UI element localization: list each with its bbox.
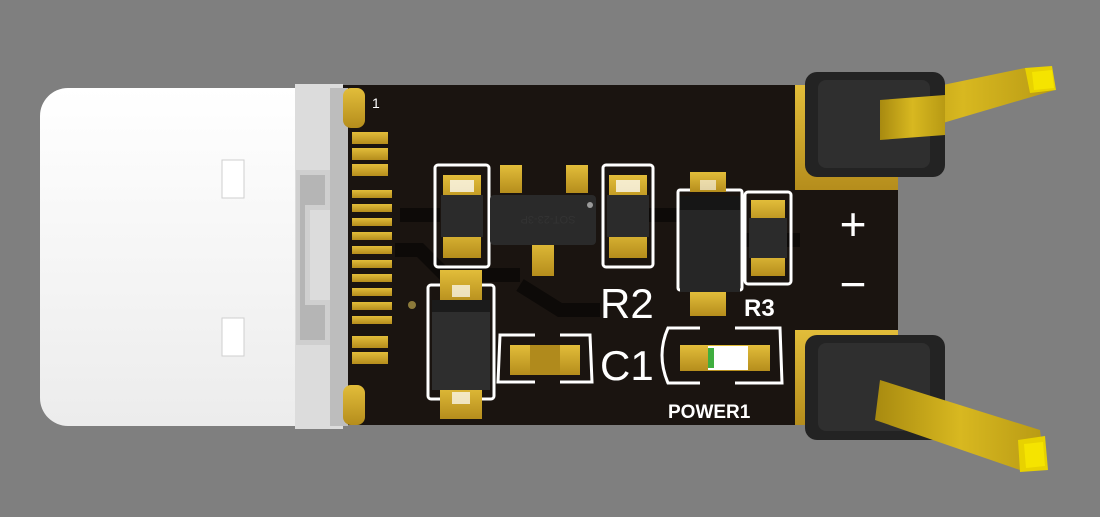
diode-left-bottom [432, 270, 490, 419]
resistor-r2 [607, 175, 649, 258]
resistor-r3 [749, 200, 787, 276]
usb-pad [352, 336, 388, 348]
usb-shell-tabs [343, 88, 365, 425]
capacitor-c1 [510, 345, 580, 375]
designator-r3: R3 [744, 295, 775, 322]
usb-pad [352, 288, 392, 296]
terminal-minus-label: − [840, 258, 867, 310]
power-led [680, 345, 770, 371]
header-pin-bottom [805, 335, 1048, 472]
regulator-marking: SOT-23-3P [520, 213, 575, 225]
usb-pad [352, 316, 392, 324]
usb-pad [352, 148, 388, 160]
usb-pad [352, 164, 388, 176]
usb-pad [352, 352, 388, 364]
usb-c-connector [40, 84, 348, 429]
designator-r2: R2 [600, 280, 654, 327]
usb-pad [352, 274, 392, 282]
terminal-plus-label: + [840, 198, 867, 250]
usb-pad [352, 302, 392, 310]
designator-power1: POWER1 [668, 402, 751, 423]
usb-pad [352, 232, 392, 240]
usb-pad [352, 246, 392, 254]
header-pin-top [805, 66, 1056, 177]
designator-c1: C1 [600, 342, 654, 389]
regulator-sot23: SOT-23-3P [490, 165, 596, 276]
usb-pad [352, 204, 392, 212]
usb-pad [352, 218, 392, 226]
diode-center [680, 172, 740, 316]
usb-pad [352, 260, 392, 268]
usb-pad [352, 190, 392, 198]
pin1-label: 1 [372, 95, 380, 111]
pin1-dot [408, 301, 416, 309]
usb-signal-pads [352, 132, 392, 364]
usb-pad [352, 132, 388, 144]
resistor-left [441, 175, 483, 258]
